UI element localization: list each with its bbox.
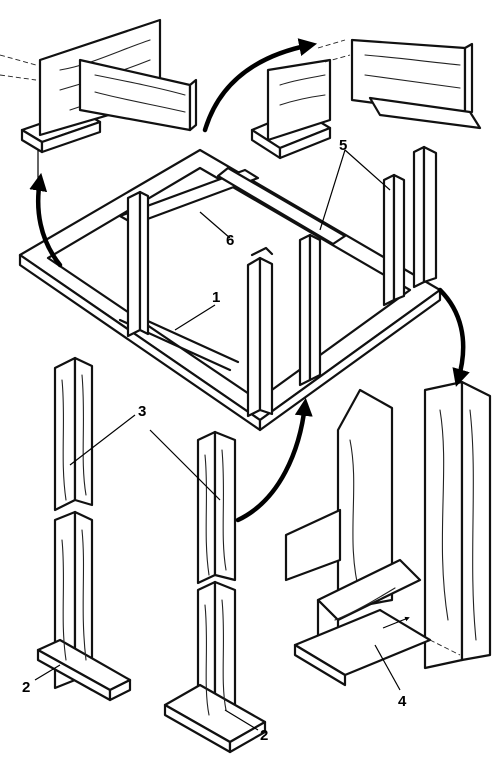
- corner-assembly-bottom-right: [284, 380, 492, 687]
- post-stack-bottom-left: [36, 356, 132, 702]
- callout-5: 5: [339, 137, 347, 154]
- callout-4: 4: [398, 693, 407, 710]
- joint-detail-top-left: [0, 18, 198, 182]
- callout-3: 3: [138, 403, 146, 420]
- callout-1: 1: [212, 289, 220, 306]
- callout-2-left: 2: [22, 679, 30, 696]
- post-stack-bottom-middle: [163, 430, 267, 754]
- flow-arrows: [29, 38, 470, 523]
- joint-detail-top-right: [250, 38, 482, 160]
- callout-2-right: 2: [260, 727, 268, 744]
- leader-lines: [34, 149, 401, 731]
- callout-6: 6: [226, 232, 234, 249]
- frame-posts: [126, 145, 438, 418]
